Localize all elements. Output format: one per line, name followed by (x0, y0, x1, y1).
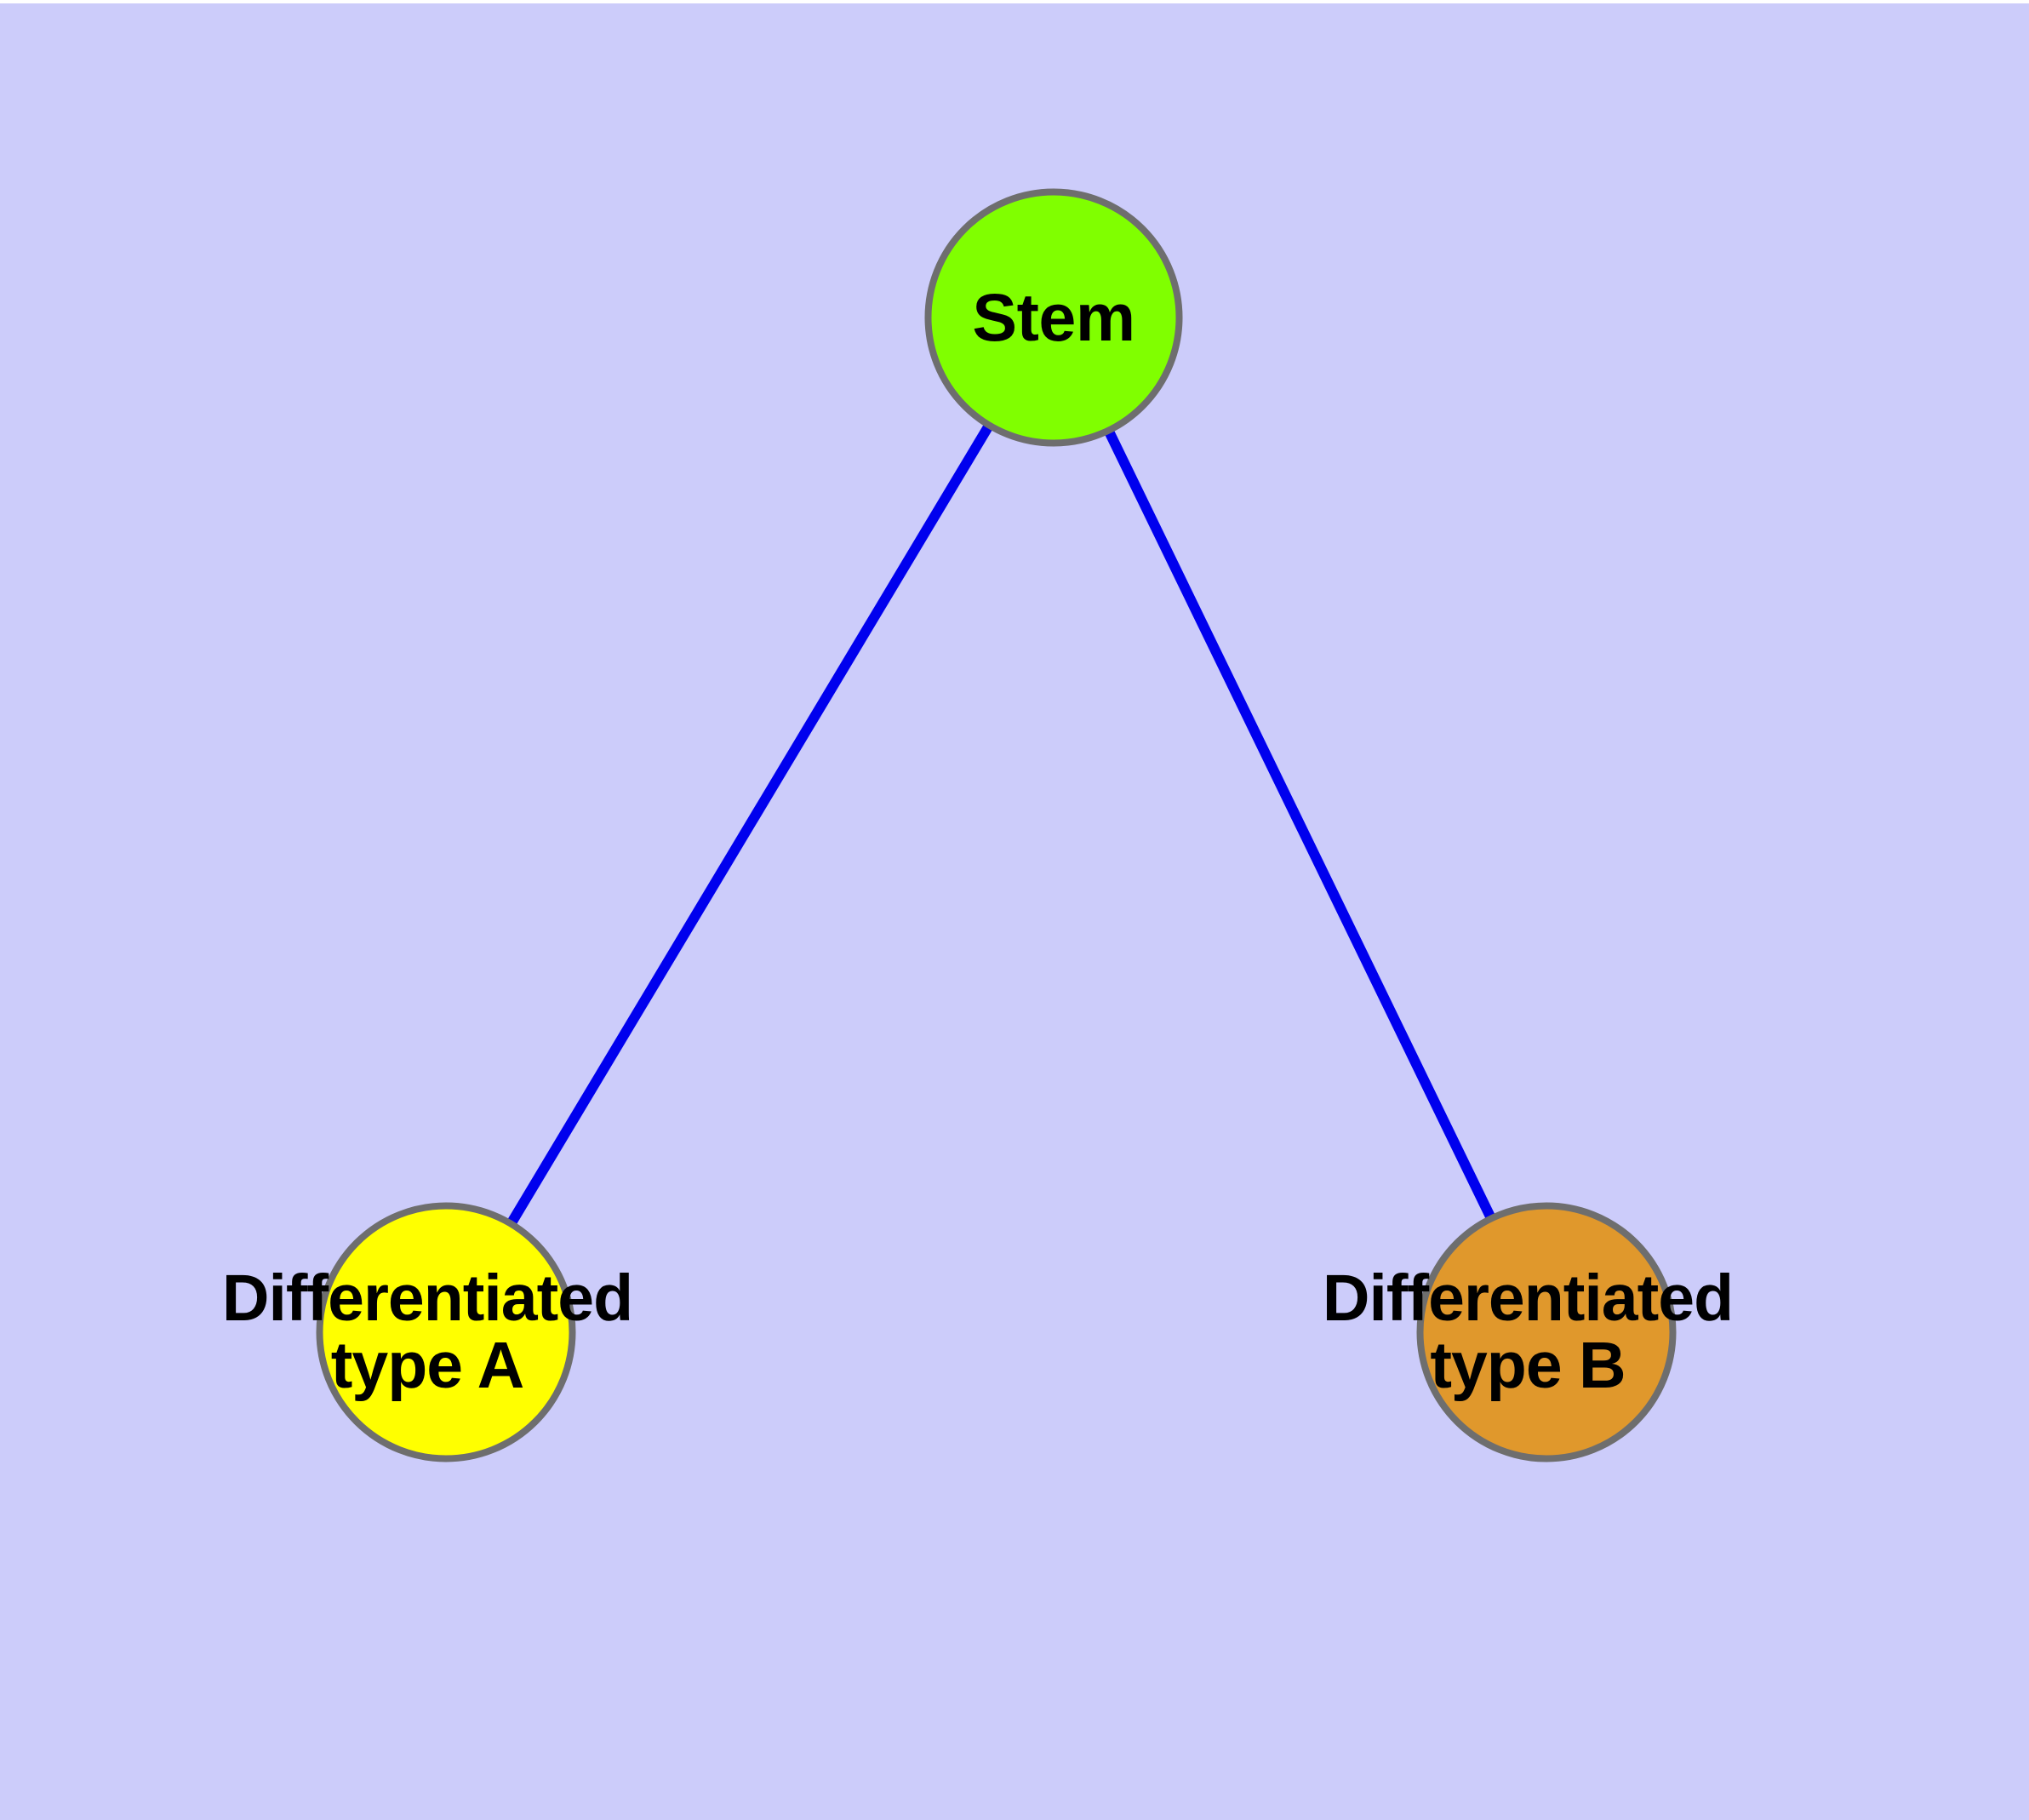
node-stem[interactable] (924, 188, 1183, 447)
edge-layer (506, 422, 1496, 1227)
node-differentiated-type-b[interactable] (1416, 1202, 1677, 1462)
edge-stem-to-differentiated-type-b (1104, 428, 1496, 1222)
node-differentiated-type-a[interactable] (316, 1202, 576, 1462)
node-layer (316, 188, 1677, 1462)
edge-stem-to-differentiated-type-a (506, 422, 994, 1227)
